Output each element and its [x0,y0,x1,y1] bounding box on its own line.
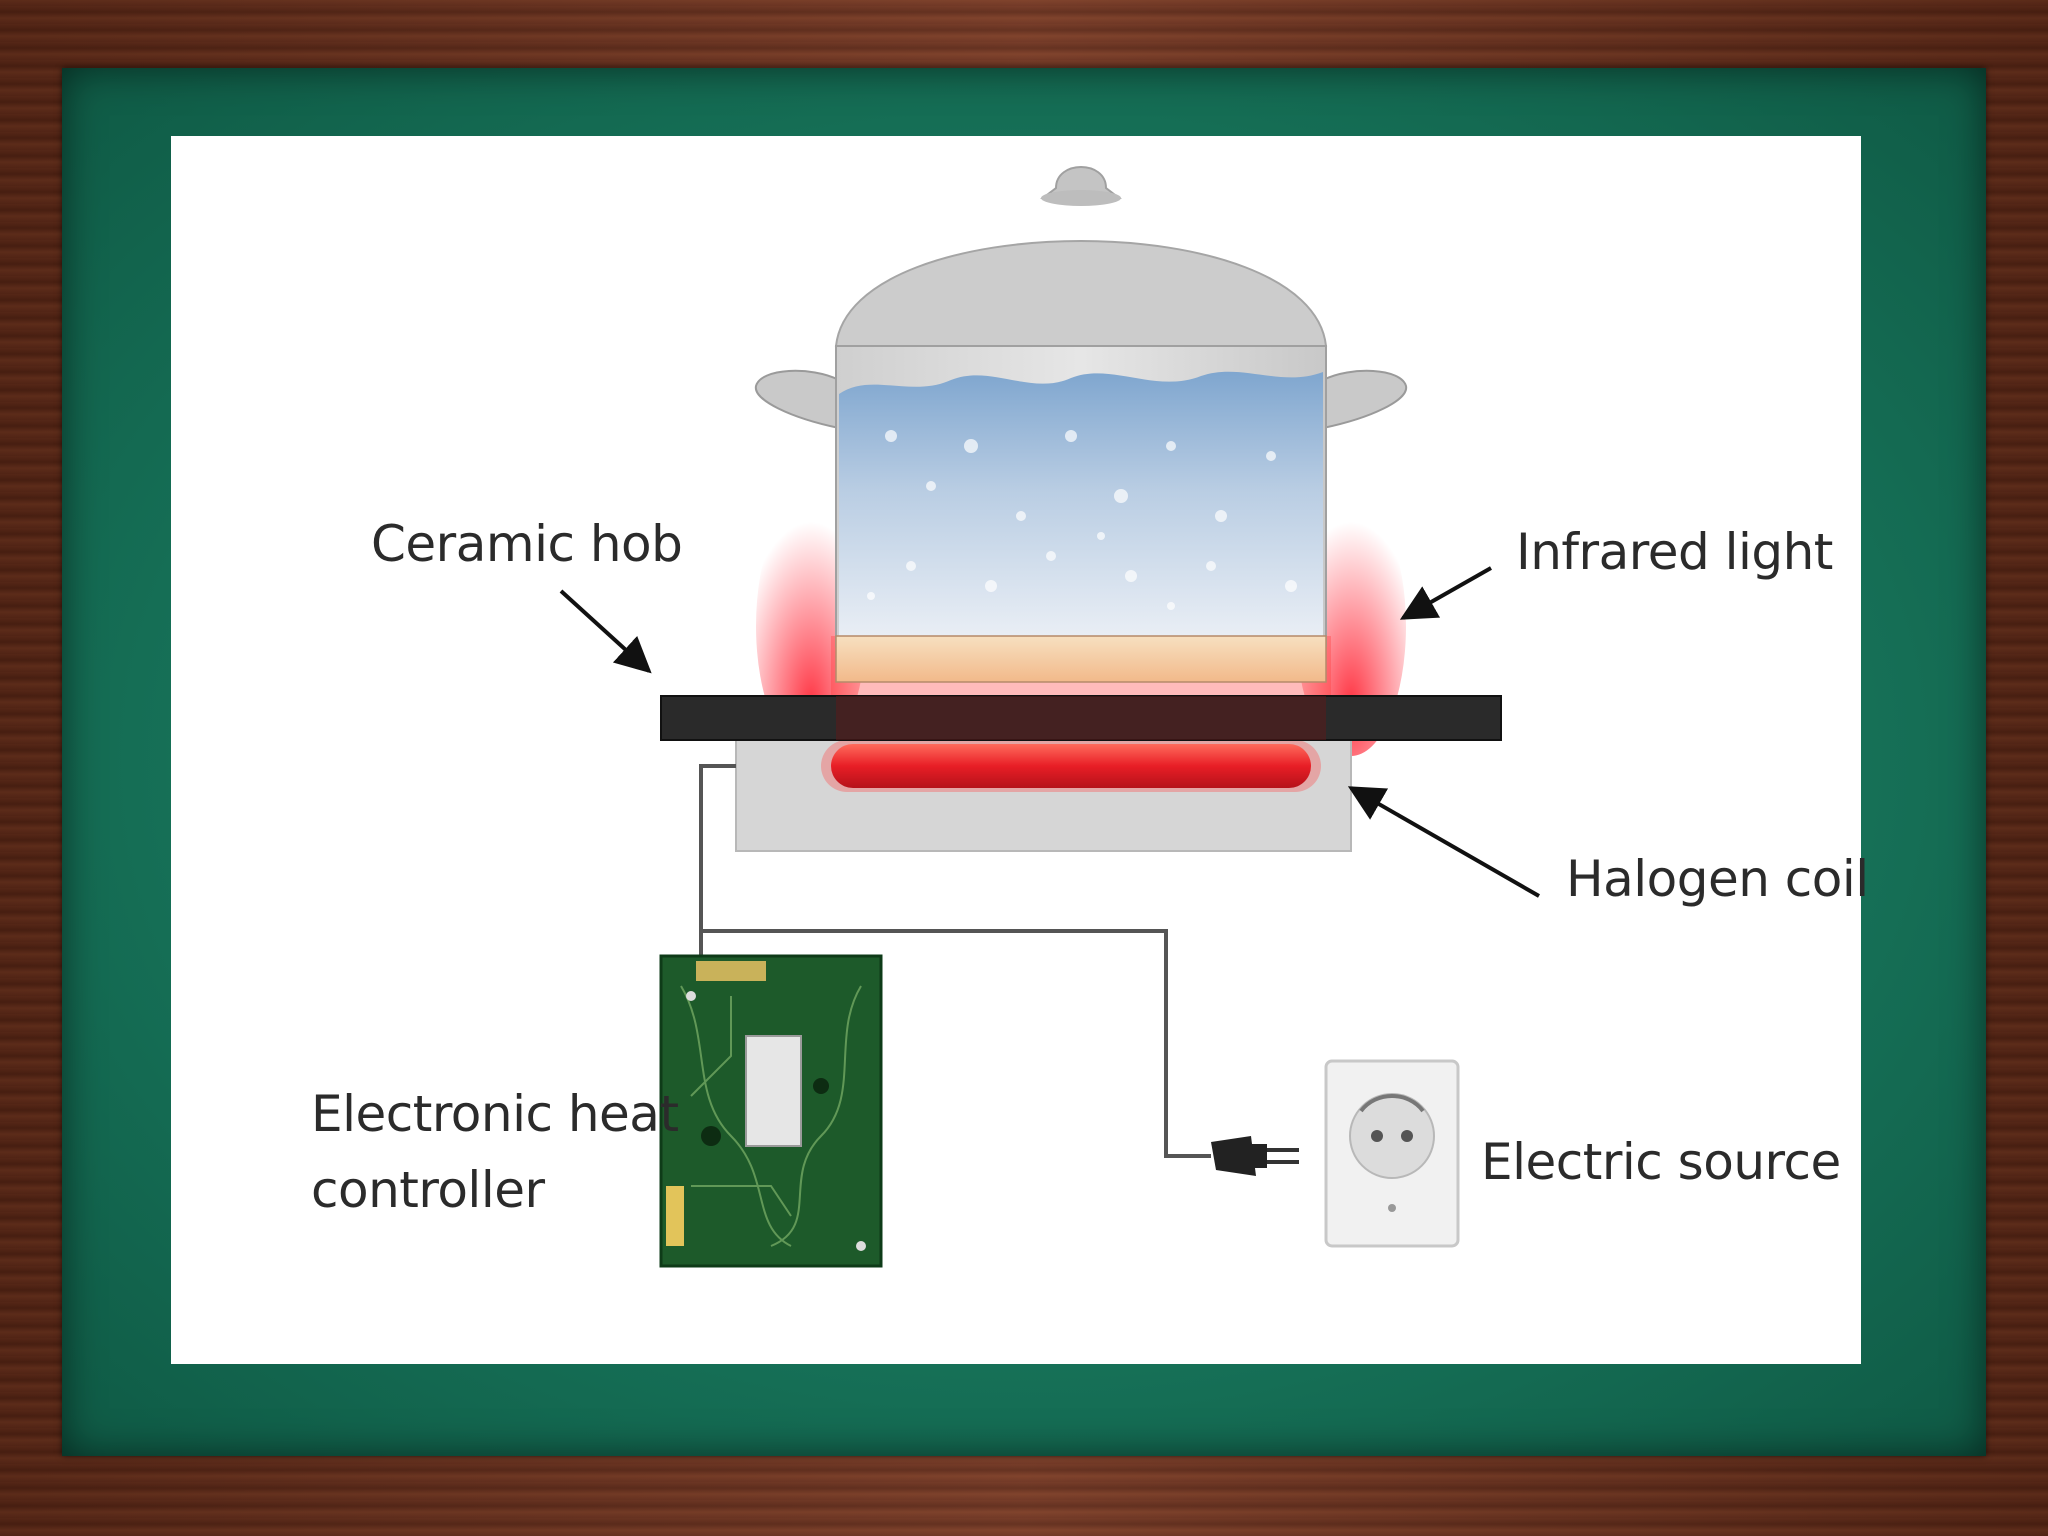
infrared-light-arrow [1399,566,1492,620]
label-ceramic-hob: Ceramic hob [371,515,683,573]
power-plug [1211,1136,1299,1176]
ceramic-hob-arrow [559,589,652,674]
label-electric-source: Electric source [1481,1133,1841,1191]
pot-lid [834,166,1328,347]
label-infrared-light: Infrared light [1516,523,1833,581]
label-controller: controller [311,1161,545,1219]
ceramic-hob-plate [660,695,1502,741]
electric-socket [1324,1059,1460,1248]
electronic-heat-controller-board [659,954,883,1268]
diagram-panel: Ceramic hob Infrared light Halogen coil … [171,136,1869,1364]
pot-handles [754,369,1408,430]
halogen-coil-arrow [1347,786,1540,898]
power-wires [699,764,1211,1158]
cooking-pot [835,345,1327,683]
halogen-coil [821,740,1321,792]
halogen-hob-diagram [559,166,1540,1268]
label-electronic-heat: Electronic heat [311,1085,679,1143]
label-arrows [559,566,1540,898]
label-halogen-coil: Halogen coil [1566,850,1869,908]
